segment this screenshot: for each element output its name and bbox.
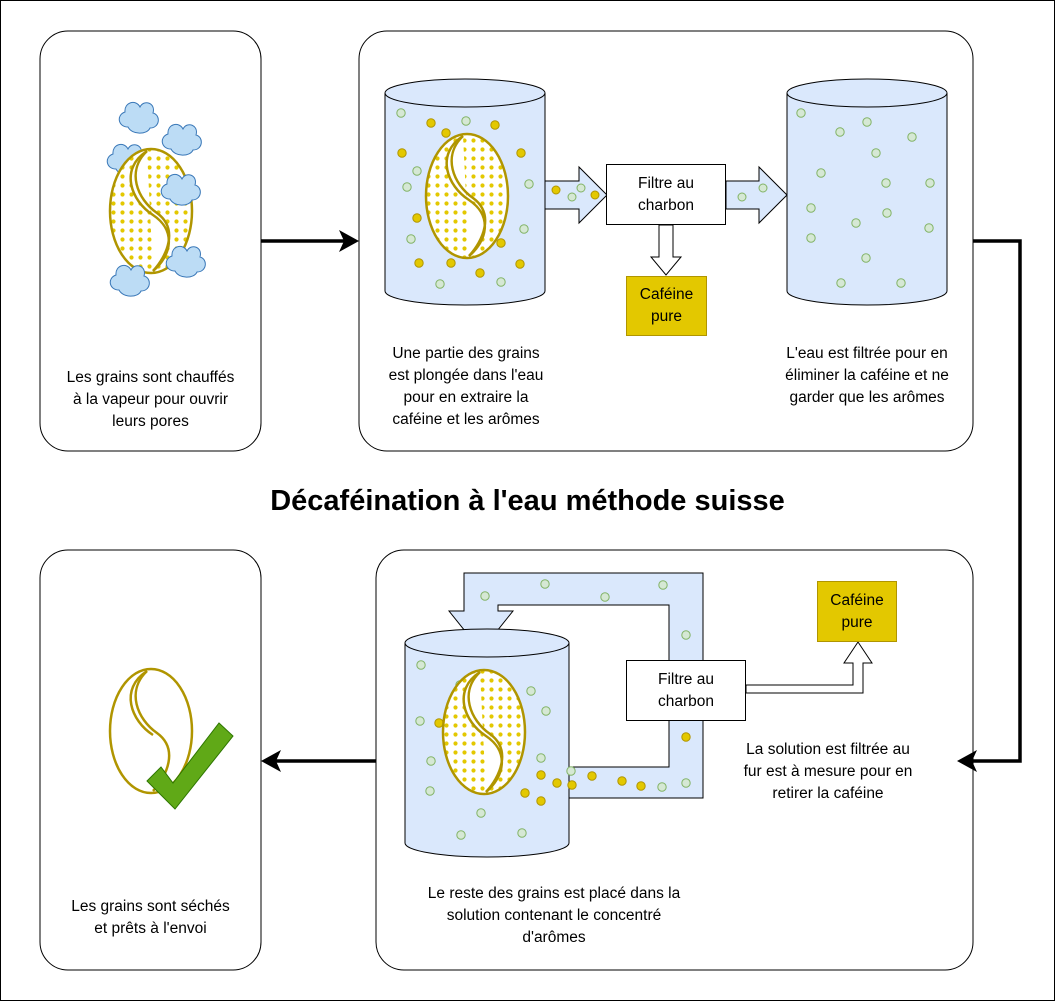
caffeine-particle: [441, 128, 451, 138]
aroma-particle: [406, 234, 416, 244]
caffeine-particle: [397, 148, 407, 158]
aroma-particle: [806, 203, 816, 213]
aroma-particle: [536, 753, 546, 763]
connector-steam-to-soak: [261, 230, 359, 252]
connector-filtered-to-continuous: [957, 239, 1022, 772]
coffee-bean-icon: [441, 668, 527, 796]
caffeine-particle: [426, 118, 436, 128]
aroma-particle: [426, 756, 436, 766]
aroma-particle: [412, 166, 422, 176]
step-filtered-text: L'eau est filtrée pour en éliminer la ca…: [785, 345, 949, 406]
aroma-particle: [681, 630, 691, 640]
aroma-particle: [566, 766, 576, 776]
step-continuous-text: La solution est filtrée au fur est à mes…: [743, 741, 913, 802]
caffeine-particle: [490, 120, 500, 130]
aroma-particle: [862, 117, 872, 127]
caffeine-particle: [475, 268, 485, 278]
aroma-particle: [896, 278, 906, 288]
aroma-particle: [435, 279, 445, 289]
aroma-particle: [796, 108, 806, 118]
aroma-particle: [456, 830, 466, 840]
step-steam-text: Les grains sont chauffés à la vapeur pou…: [66, 369, 235, 430]
circulation-pipe: [447, 572, 704, 799]
dried-bean-illustration: [108, 667, 234, 810]
aroma-particle: [835, 127, 845, 137]
aroma-particle: [526, 686, 536, 696]
aroma-particle: [402, 182, 412, 192]
aroma-particle: [496, 277, 506, 287]
caffeine-particle: [515, 259, 525, 269]
aroma-particle: [519, 224, 529, 234]
flow-arrow-icon: [745, 641, 873, 694]
aroma-particle: [396, 108, 406, 118]
filter-box-bottom: Filtre au charbon: [626, 660, 746, 721]
flow-arrow-icon: [725, 165, 788, 225]
caffeine-particle: [536, 796, 546, 806]
caffeine-box-bottom: Caféine pure: [817, 581, 897, 642]
caffeine-particle: [414, 258, 424, 268]
aroma-particle: [480, 591, 490, 601]
aroma-particle: [924, 223, 934, 233]
caffeine-box-top: Caféine pure: [626, 276, 707, 336]
caffeine-particle: [412, 213, 422, 223]
aroma-particle: [476, 808, 486, 818]
aroma-particle: [816, 168, 826, 178]
aroma-particle: [415, 716, 425, 726]
aroma-particle: [871, 148, 881, 158]
flow-arrow-icon: [649, 224, 683, 276]
connector-rest-to-dried: [261, 750, 376, 772]
aroma-particle: [882, 208, 892, 218]
caffeine-particle: [681, 732, 691, 742]
aroma-particle: [600, 592, 610, 602]
caffeine-particle: [567, 780, 577, 790]
coffee-bean-icon: [424, 132, 510, 260]
aroma-particle: [541, 706, 551, 716]
caffeine-particle: [636, 781, 646, 791]
aroma-particle: [681, 778, 691, 788]
step-soak-text: Une partie des grains est plongée dans l…: [388, 345, 544, 428]
aroma-particle: [658, 580, 668, 590]
filtered-dots: [796, 108, 935, 288]
pipe-dots: [480, 579, 691, 792]
aroma-particle: [657, 782, 667, 792]
caffeine-particle: [587, 771, 597, 781]
caffeine-particle: [520, 788, 530, 798]
aroma-particle: [907, 132, 917, 142]
soak-dots: [396, 108, 534, 289]
aroma-particle: [461, 116, 471, 126]
step-rest-text: Le reste des grains est placé dans la so…: [427, 885, 681, 946]
checkmark-icon: [146, 722, 234, 810]
aroma-particle: [806, 233, 816, 243]
filter-box-top: Filtre au charbon: [606, 164, 726, 225]
coffee-bean-icon: [108, 667, 194, 795]
caffeine-particle: [496, 238, 506, 248]
caffeine-particle: [536, 770, 546, 780]
caffeine-particle: [552, 778, 562, 788]
aroma-particle: [416, 660, 426, 670]
step-dried-text: Les grains sont séchés et prêts à l'envo…: [71, 898, 230, 937]
aroma-particle: [836, 278, 846, 288]
aroma-particle: [851, 218, 861, 228]
aroma-particle: [925, 178, 935, 188]
flow-arrow-icon: [544, 165, 608, 225]
aroma-particle: [861, 253, 871, 263]
steam-illustration: [106, 101, 206, 297]
aroma-particle: [540, 579, 550, 589]
caffeine-particle: [617, 776, 627, 786]
caffeine-particle: [516, 148, 526, 158]
diagram-title: Décaféination à l'eau méthode suisse: [270, 485, 785, 517]
aroma-particle: [517, 828, 527, 838]
aroma-particle: [524, 179, 534, 189]
aroma-particle: [881, 178, 891, 188]
filtered-tank: [786, 78, 948, 306]
caffeine-particle: [446, 258, 456, 268]
aroma-particle: [425, 786, 435, 796]
